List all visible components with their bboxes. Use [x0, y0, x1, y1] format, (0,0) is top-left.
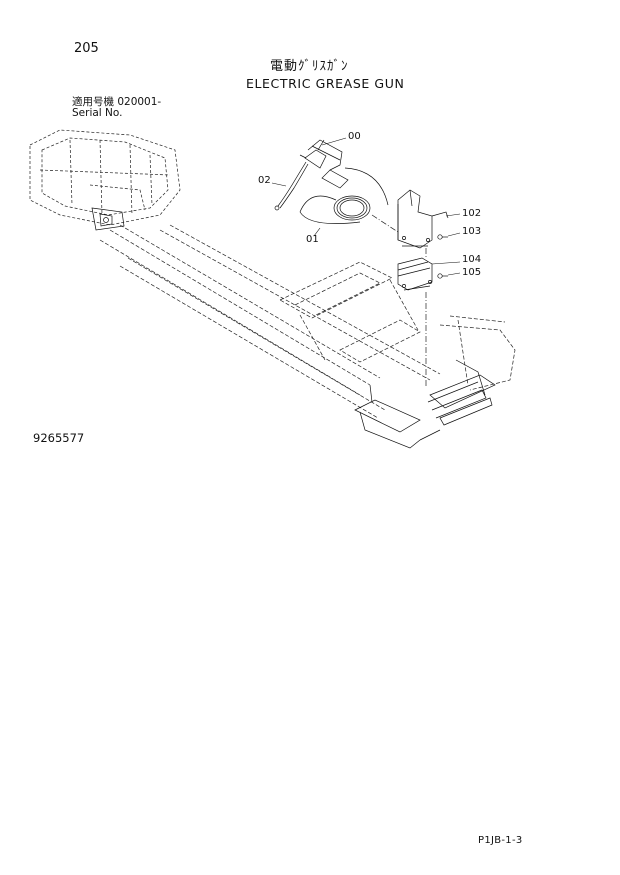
callout-102: 102: [462, 208, 482, 219]
title-english: ELECTRIC GREASE GUN: [246, 76, 405, 91]
callout-01: 01: [306, 234, 319, 245]
serial-label-english: Serial No.: [72, 107, 123, 119]
power-cord: [299, 167, 389, 224]
callout-02: 02: [258, 175, 271, 186]
drawing-number: 9265577: [33, 431, 85, 445]
callout-00: 00: [348, 131, 361, 142]
callout-105: 105: [462, 267, 482, 278]
machine-mount: [91, 207, 125, 231]
title-japanese: 電動ｸﾞﾘｽｶﾞﾝ: [270, 59, 349, 74]
leader-lines: [371, 214, 427, 388]
grease-hose: [274, 161, 309, 211]
step-assembly: [354, 359, 496, 449]
footer-code: P1JB-1-3: [478, 835, 523, 846]
callout-leaders: [271, 137, 461, 276]
grease-gun: [299, 139, 349, 189]
frame-rails: [99, 224, 441, 419]
page-number: 205: [74, 41, 99, 56]
plate: [397, 257, 433, 291]
serial-label-japanese: 適用号機 020001-: [72, 96, 162, 108]
bolt-105: [437, 273, 448, 279]
bracket: [397, 189, 449, 249]
machine-body: [29, 129, 181, 226]
bolt-103: [437, 234, 448, 240]
callout-104: 104: [462, 254, 482, 265]
callout-103: 103: [462, 226, 482, 237]
frame-crossmembers: [279, 261, 516, 391]
